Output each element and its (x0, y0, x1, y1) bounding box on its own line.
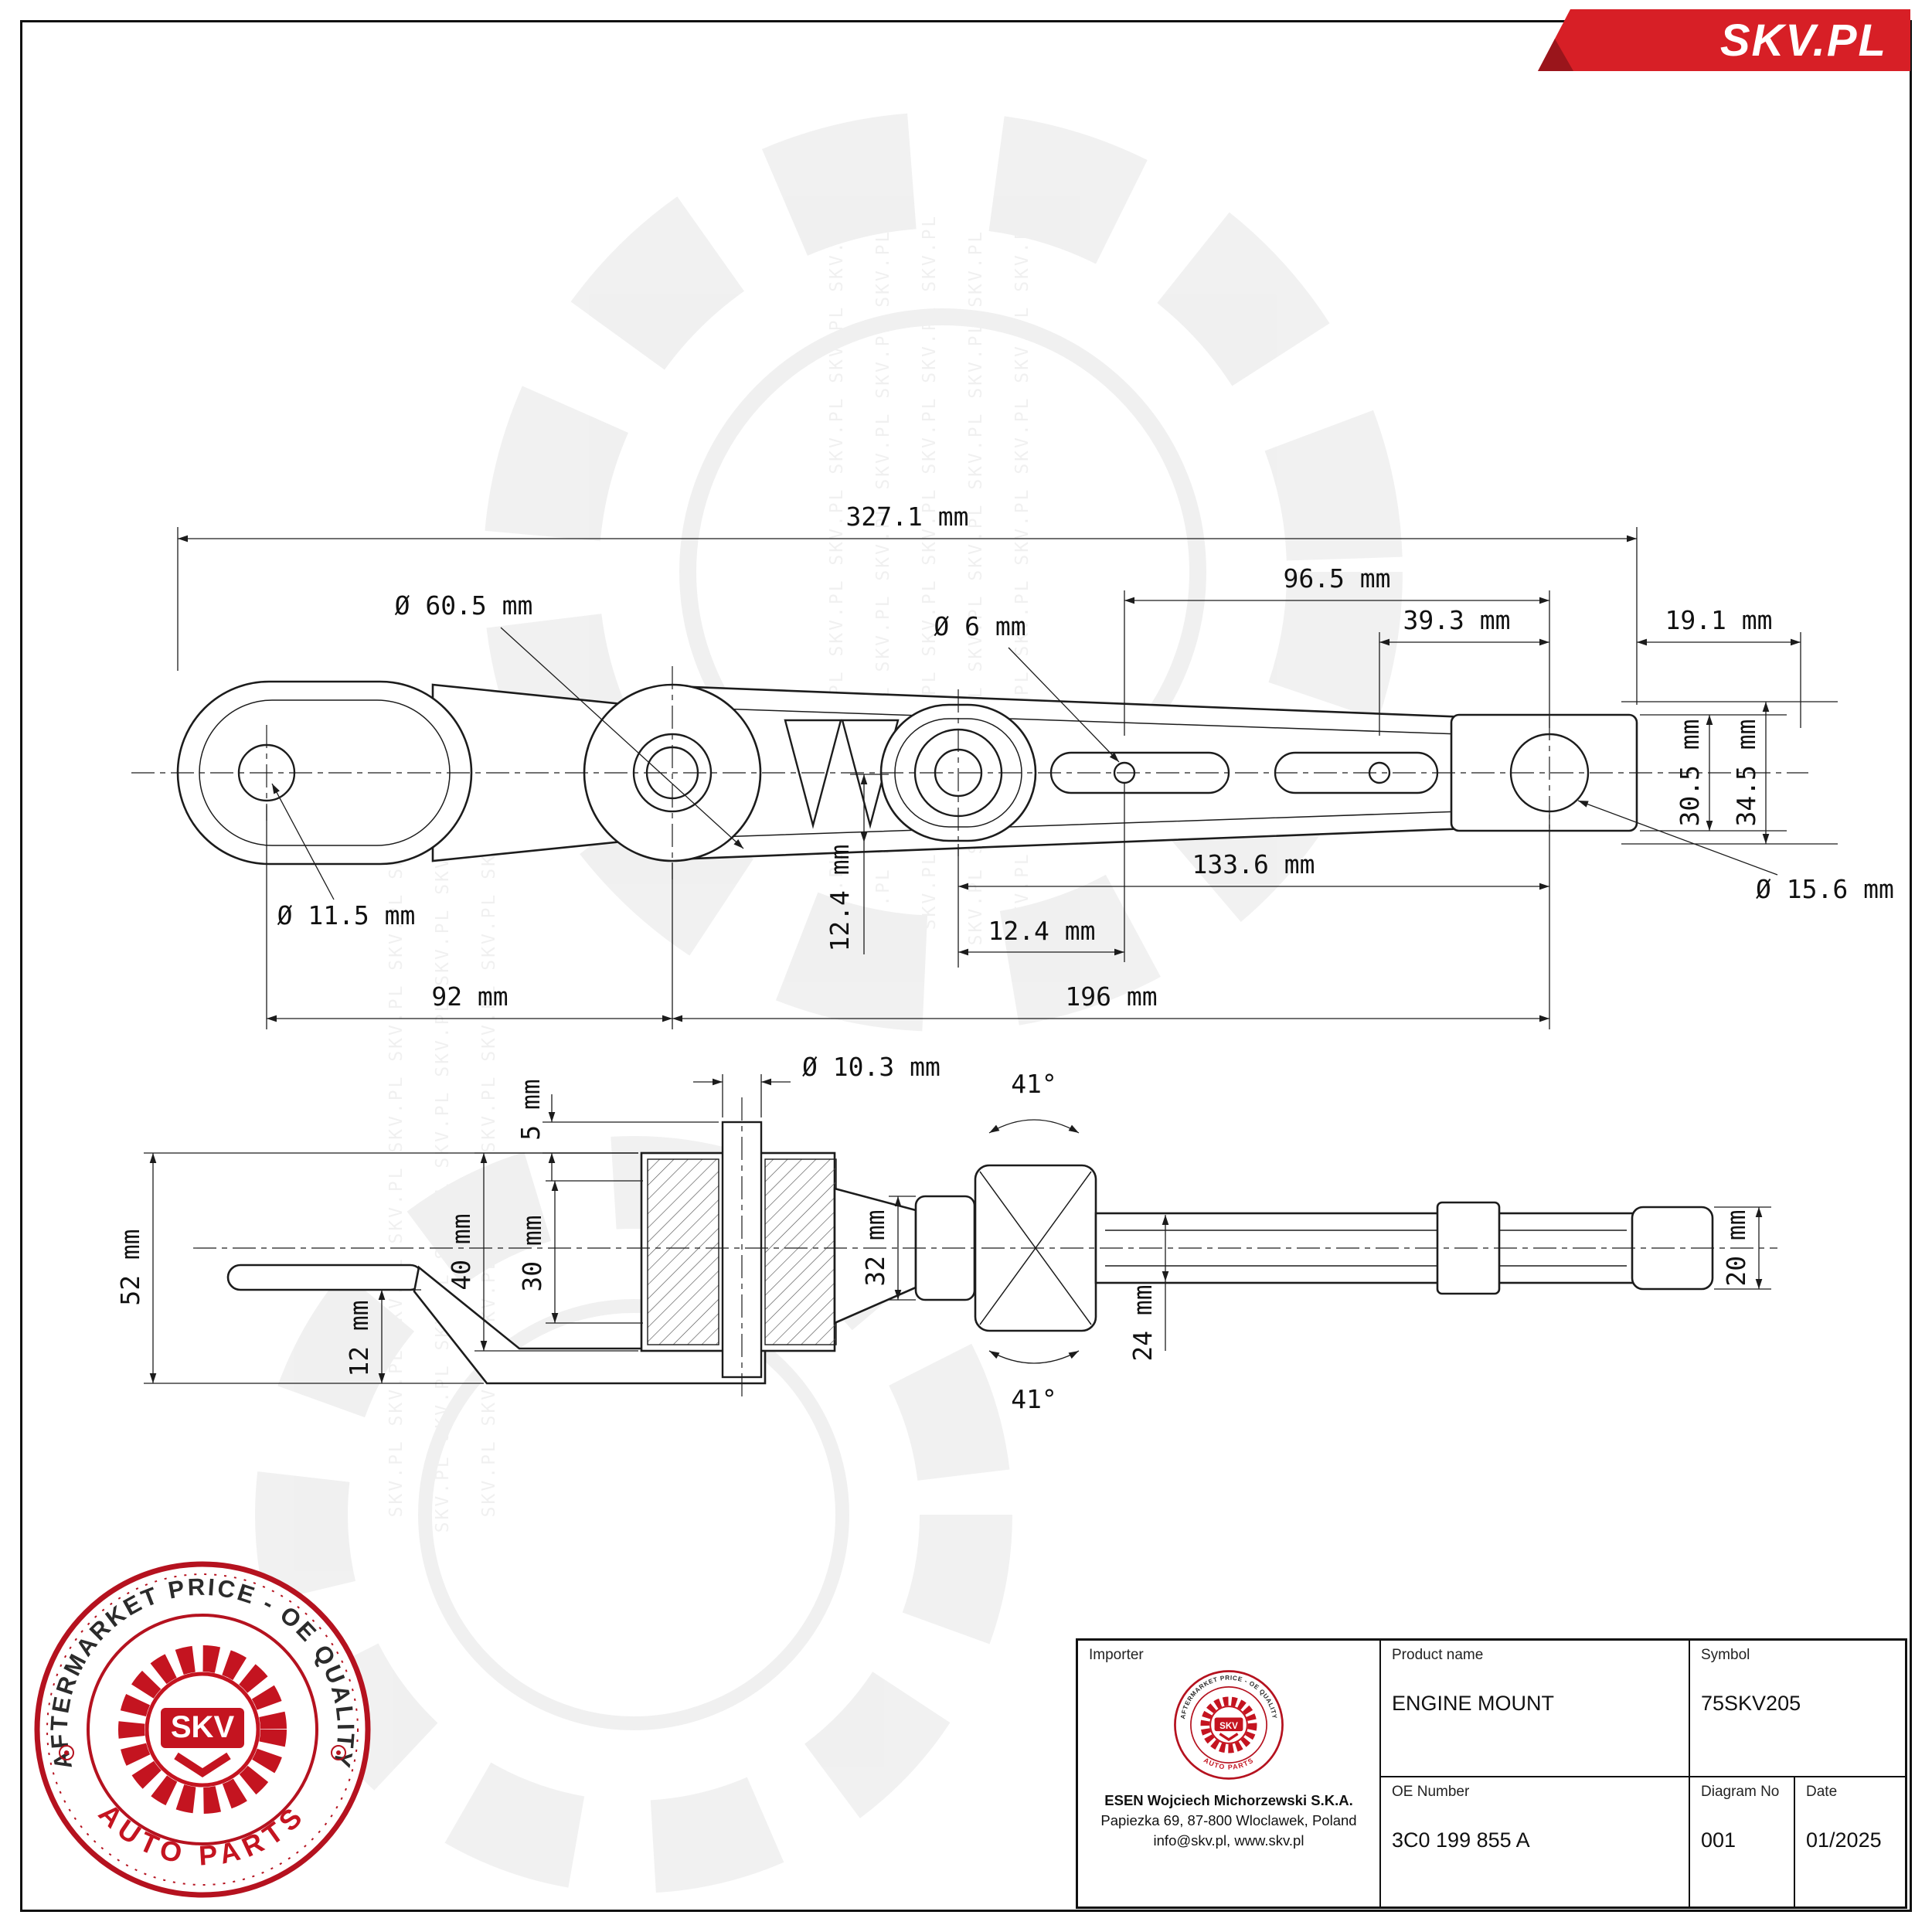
symbol-label: Symbol (1701, 1647, 1750, 1663)
importer-label: Importer (1089, 1647, 1144, 1663)
titleblock-date-cell: Date 01/2025 (1794, 1776, 1905, 1906)
dim-label-39-3: 39.3 mm (1403, 605, 1510, 635)
quality-stamp: AFTERMARKET PRICE - OE QUALITY AUTO PART… (34, 1561, 371, 1898)
importer-name: ESEN Wojciech Michorzewski S.K.A. (1104, 1792, 1353, 1808)
diagram-no-value: 001 (1701, 1828, 1736, 1852)
top-view (131, 666, 1808, 879)
dim-label-5: 5 mm (515, 1079, 546, 1140)
dim-label-96-5: 96.5 mm (1283, 563, 1390, 594)
oe-number-label: OE Number (1392, 1784, 1470, 1800)
dim-angle-top: 41° (988, 1069, 1080, 1134)
stamp-skv-text: SKV (171, 1710, 235, 1744)
dim-label-small-hole: Ø 6 mm (934, 611, 1026, 641)
dim-label-92: 92 mm (431, 981, 508, 1012)
bushing-rubber-left (647, 1158, 719, 1345)
product-name-value: ENGINE MOUNT (1392, 1692, 1555, 1715)
dim-label-34-5: 34.5 mm (1731, 719, 1761, 826)
dim-left-hole-diameter: Ø 11.5 mm (271, 783, 416, 930)
dim-label-30-5: 30.5 mm (1675, 719, 1705, 826)
dim-offset-horizontal: 12.4 mm (958, 784, 1125, 962)
svg-text:SKV.PL SKV.PL SKV.PL SKV.PL SK: SKV.PL SKV.PL SKV.PL SKV.PL SKV.PL SKV.P… (386, 801, 406, 1518)
dim-label-boss: Ø 60.5 mm (395, 590, 533, 621)
page-border-frame (20, 20, 1912, 1912)
dim-label-52: 52 mm (115, 1229, 145, 1305)
side-view-dimensions: Ø 10.3 mm 5 mm 40 mm 30 mm 52 mm 12 mm (115, 1052, 1771, 1414)
dim-label-19-1: 19.1 mm (1665, 605, 1772, 635)
dim-92: 92 mm (266, 805, 673, 1029)
mini-stamp-gear-icon (1200, 1696, 1257, 1753)
dim-label-total-length: 327.1 mm (846, 502, 969, 532)
dim-offset-vertical: 12.4 mm (825, 774, 889, 954)
date-label: Date (1806, 1784, 1838, 1800)
dim-label-offset-v: 12.4 mm (825, 844, 855, 951)
dim-label-angle-top: 41° (1011, 1069, 1057, 1099)
mini-stamp-logo: AFTERMARKET PRICE - OE QUALITY AUTO PART… (1174, 1670, 1284, 1780)
dim-label-196: 196 mm (1065, 981, 1157, 1012)
dim-30: 30 mm (517, 1180, 643, 1324)
dim-end-height-outer: 34.5 mm (1621, 701, 1838, 845)
dim-label-40: 40 mm (446, 1213, 476, 1290)
brand-logo-text: SKV.PL (1719, 15, 1887, 66)
product-name-label: Product name (1392, 1647, 1484, 1663)
stamp-gear-icon (118, 1645, 287, 1814)
dim-small-hole-diameter: Ø 6 mm (934, 611, 1120, 763)
dim-label-right-hole: Ø 15.6 mm (1756, 874, 1894, 904)
dim-pin-diameter: Ø 10.3 mm (693, 1052, 940, 1117)
date-value: 01/2025 (1806, 1828, 1882, 1852)
dim-39-3: 39.3 mm (1379, 605, 1549, 736)
title-block: Importer AFTERMARKET PRICE - OE QUALITY … (1076, 1638, 1907, 1909)
dim-label-left-hole: Ø 11.5 mm (277, 900, 416, 930)
diagram-no-label: Diagram No (1701, 1784, 1780, 1800)
dim-20: 20 mm (1714, 1206, 1771, 1290)
dim-label-24: 24 mm (1128, 1284, 1158, 1361)
dim-label-offset-h: 12.4 mm (988, 916, 1095, 946)
dim-32: 32 mm (860, 1196, 916, 1301)
importer-address-block: ESEN Wojciech Michorzewski S.K.A. Papiez… (1100, 1791, 1356, 1851)
watermark-gear-small (255, 1136, 1012, 1893)
titleblock-importer-cell: Importer AFTERMARKET PRICE - OE QUALITY … (1078, 1641, 1379, 1906)
dim-label-pin-dia: Ø 10.3 mm (802, 1052, 940, 1082)
titleblock-oe-cell: OE Number 3C0 199 855 A (1379, 1776, 1689, 1906)
dim-label-30: 30 mm (517, 1215, 547, 1291)
side-view (193, 1097, 1777, 1399)
top-view-dimensions: 327.1 mm 96.5 mm 39.3 mm 19.1 mm 30.5 mm… (177, 502, 1894, 1029)
brand-banner: SKV.PL (1538, 9, 1910, 71)
watermark-gear-large (483, 112, 1403, 1032)
dim-196: 196 mm (672, 896, 1550, 1029)
watermark-gear-small-hub (418, 1299, 849, 1730)
oe-number-value: 3C0 199 855 A (1392, 1828, 1530, 1852)
dim-133-6: 133.6 mm (957, 815, 1550, 968)
dim-end-height-inner: 30.5 mm (1640, 714, 1787, 832)
dim-label-20: 20 mm (1721, 1209, 1751, 1286)
dim-right-hole-diameter: Ø 15.6 mm (1577, 800, 1894, 904)
dim-19-1: 19.1 mm (1637, 605, 1801, 728)
stamp-skv-banner (161, 1708, 244, 1748)
titleblock-symbol-cell: Symbol 75SKV205 (1689, 1641, 1905, 1776)
dim-96-5: 96.5 mm (1124, 563, 1550, 736)
dim-boss-diameter: Ø 60.5 mm (395, 590, 744, 849)
stamp-swoosh (174, 1752, 231, 1777)
svg-text:SKV.PL SKV.PL SKV.PL SKV.PL SK: SKV.PL SKV.PL SKV.PL SKV.PL SKV.PL SKV.P… (433, 817, 453, 1533)
dim-total-length: 327.1 mm (177, 502, 1638, 705)
dim-12: 12 mm (344, 1289, 421, 1383)
bracket-tab (226, 1264, 424, 1291)
bushing-rubber-right (764, 1158, 837, 1345)
dim-24: 24 mm (1128, 1215, 1169, 1362)
importer-address: Papiezka 69, 87-800 Wloclawek, Poland (1100, 1811, 1357, 1828)
titleblock-product-cell: Product name ENGINE MOUNT (1379, 1641, 1689, 1776)
titleblock-diagram-cell: Diagram No 001 (1689, 1776, 1794, 1906)
stamp-inner-ring (87, 1614, 318, 1845)
symbol-value: 75SKV205 (1701, 1692, 1801, 1715)
importer-contact: info@skv.pl, www.skv.pl (1153, 1832, 1304, 1849)
bracket-plate (413, 1265, 767, 1385)
dim-52: 52 mm (115, 1152, 638, 1384)
dim-angle-bottom: 41° (988, 1350, 1080, 1414)
dim-label-angle-bottom: 41° (1011, 1384, 1057, 1414)
dim-40: 40 mm (446, 1152, 638, 1352)
dim-label-12: 12 mm (344, 1300, 374, 1376)
svg-text:SKV.PL SKV.PL SKV.PL SKV.PL SK: SKV.PL SKV.PL SKV.PL SKV.PL SKV.PL SKV.P… (479, 801, 499, 1518)
dim-label-32: 32 mm (860, 1209, 890, 1286)
dim-label-133-6: 133.6 mm (1192, 849, 1315, 879)
mini-stamp-skv-text: SKV (1219, 1722, 1238, 1731)
